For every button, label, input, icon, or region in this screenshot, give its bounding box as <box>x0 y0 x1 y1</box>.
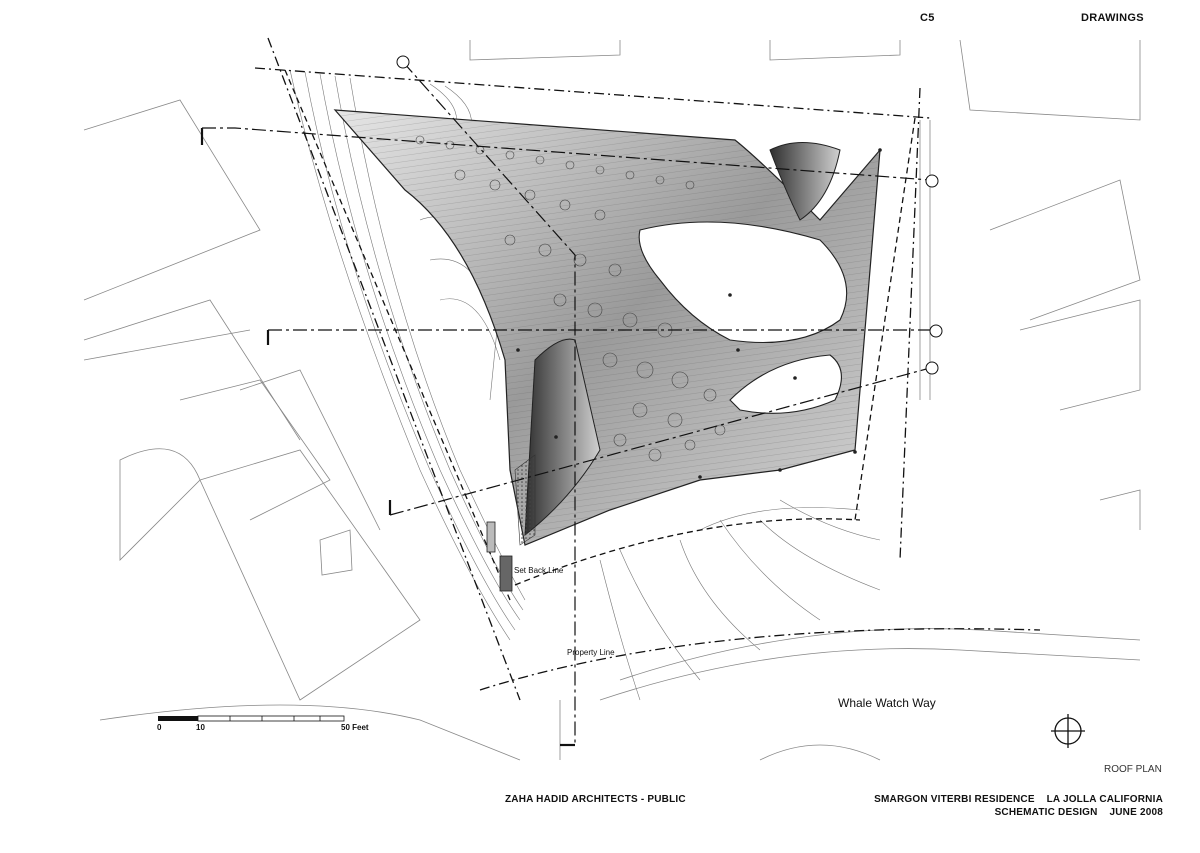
context-linework <box>83 39 1141 761</box>
set-back-line-label: Set Back Line <box>514 566 564 575</box>
property-line-label: Property Line <box>567 648 615 657</box>
roof-surface <box>333 109 882 546</box>
sheet-code: C5 <box>920 12 935 24</box>
scale-tick-0: 0 <box>157 723 162 732</box>
scale-tick-10: 10 <box>196 723 205 732</box>
north-arrow-icon <box>1051 714 1085 748</box>
firm-name: ZAHA HADID ARCHITECTS - PUBLIC <box>505 794 686 805</box>
property-lines <box>254 37 1041 701</box>
street-name: Whale Watch Way <box>838 696 936 710</box>
sheet-section: DRAWINGS <box>1081 12 1144 24</box>
scale-bar <box>158 715 345 722</box>
section-markers <box>396 55 943 375</box>
scale-tick-50: 50 Feet <box>341 723 369 732</box>
project-line: SMARGON VITERBI RESIDENCE LA JOLLA CALIF… <box>874 794 1163 805</box>
phase-line: SCHEMATIC DESIGN JUNE 2008 <box>994 807 1163 818</box>
section-cuts <box>200 61 935 747</box>
plan-title: ROOF PLAN <box>1104 764 1162 775</box>
entry-structure <box>486 521 513 592</box>
